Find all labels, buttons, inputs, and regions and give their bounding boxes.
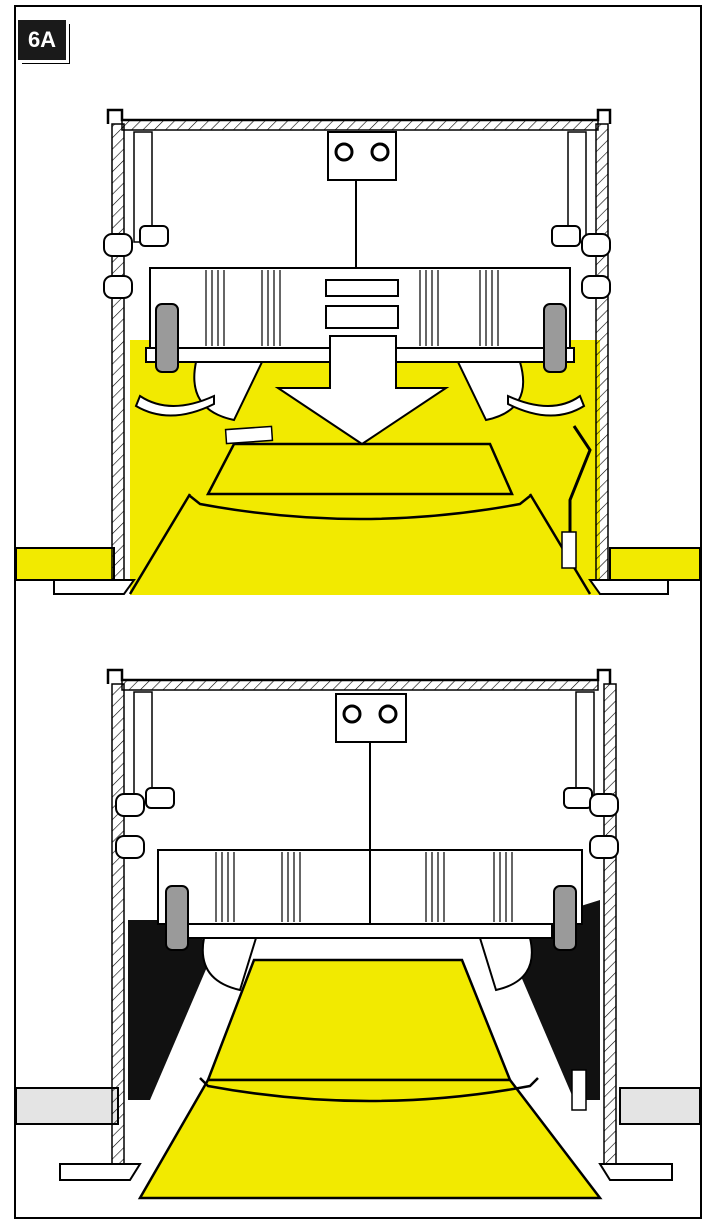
latch-left-2 (115, 835, 145, 859)
clip-right (543, 303, 567, 373)
light-beam (206, 958, 512, 1082)
housing-top-hatch (121, 119, 599, 131)
trim-ring (189, 495, 531, 521)
heat-sink-fins (215, 852, 513, 922)
latch-right-1 (581, 233, 611, 257)
diagram-insertion-step (15, 108, 701, 595)
reflector-cup-right (478, 937, 533, 992)
lens-trim (205, 442, 514, 496)
bracket-foot (561, 531, 577, 569)
housing-top-hatch (121, 679, 599, 691)
cavity-left (128, 920, 210, 1100)
cavity-right (514, 900, 600, 1100)
ceiling-right (609, 547, 701, 581)
clip-left (155, 303, 179, 373)
diagram-installed-step (15, 668, 701, 1200)
label-tag (224, 425, 274, 445)
bracket-foot (571, 1069, 587, 1111)
clip-right (553, 885, 577, 951)
connector-lower (325, 305, 399, 329)
trim-outer (128, 493, 592, 595)
latch-right-2 (589, 835, 619, 859)
flange-right (598, 1163, 673, 1181)
spring-knob-left (139, 225, 169, 247)
housing-wall-left (111, 683, 125, 1165)
reflector-cup-left (201, 937, 258, 992)
trim-ring (199, 1077, 539, 1103)
housing-wall-right (595, 123, 609, 585)
down-arrow-icon (274, 335, 450, 446)
spring-knob-left (145, 787, 175, 809)
latch-right-1 (589, 793, 619, 817)
latch-left-1 (103, 233, 133, 257)
housing-wall-right (603, 683, 617, 1165)
light-beam-lower (137, 1078, 603, 1200)
housing-wall-left (111, 123, 125, 585)
latch-right-2 (581, 275, 611, 299)
mounting-plate (185, 923, 553, 939)
spring-knob-right (563, 787, 593, 809)
flange-left (59, 1163, 142, 1181)
terminal-screw-1 (342, 704, 362, 724)
clip-left (165, 885, 189, 951)
spring-right (575, 691, 595, 803)
latch-left-2 (103, 275, 133, 299)
ceiling-left (15, 1087, 119, 1125)
ceiling-left (15, 547, 115, 581)
rotate-arrow-icon (507, 394, 586, 417)
terminal-screw-2 (378, 704, 398, 724)
terminal-screw-2 (370, 142, 390, 162)
spring-knob-right (551, 225, 581, 247)
rotate-arrow-icon (134, 394, 215, 417)
step-badge: 6A (18, 20, 66, 60)
spring-left (133, 691, 153, 803)
latch-left-1 (115, 793, 145, 817)
flange-left (53, 579, 136, 595)
ceiling-right (619, 1087, 701, 1125)
terminal-screw-1 (334, 142, 354, 162)
heat-sink-fins (205, 270, 499, 346)
flange-right (588, 579, 669, 595)
connector-upper (325, 279, 399, 297)
